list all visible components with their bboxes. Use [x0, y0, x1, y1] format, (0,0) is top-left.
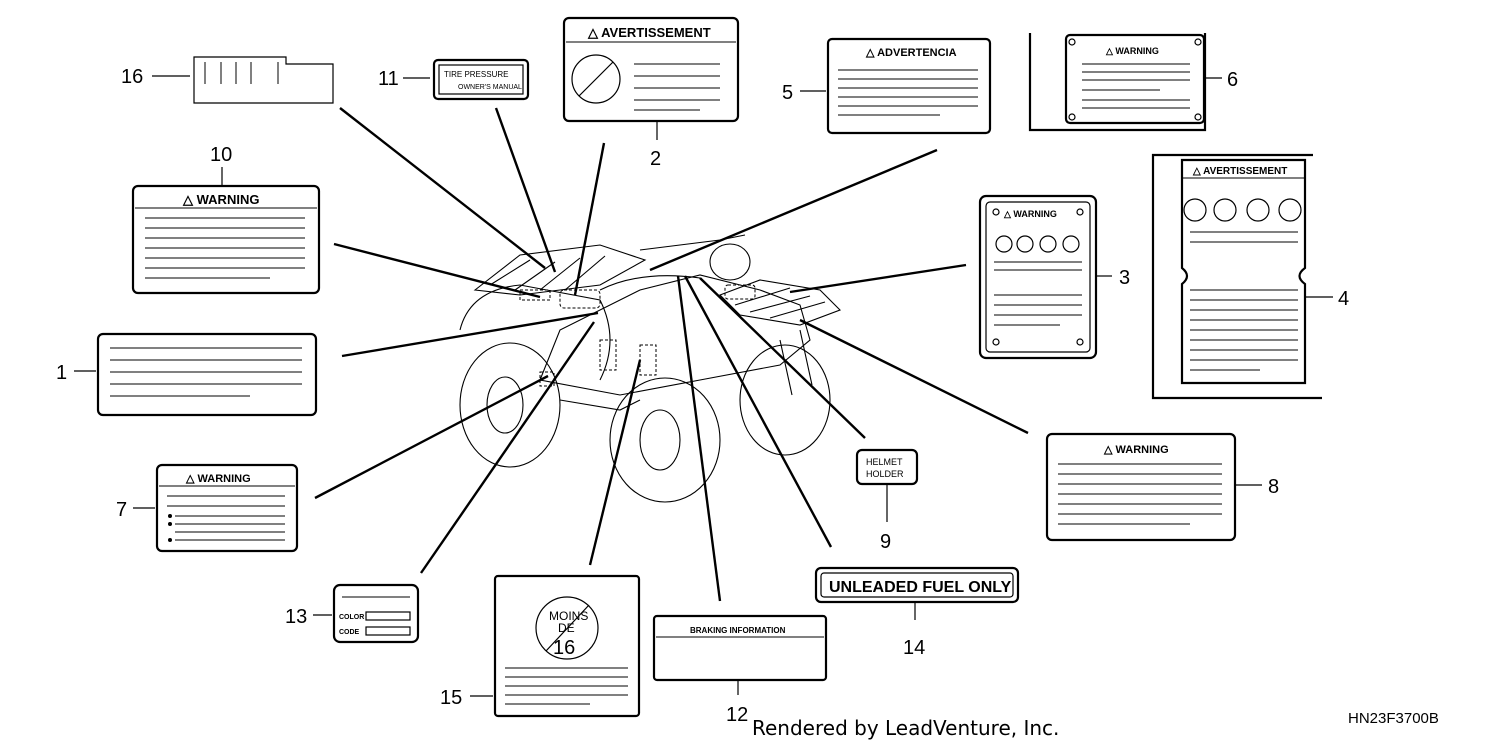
label-9: HELMET HOLDER 9	[855, 448, 919, 553]
label-4: △ AVERTISSEMENT 4	[1151, 153, 1349, 400]
label-7: △ WARNING 7	[116, 463, 299, 553]
avertissement-heading-4: △ AVERTISSEMENT	[1192, 166, 1287, 177]
callout-4: 4	[1338, 288, 1349, 310]
code-text: CODE	[339, 629, 360, 636]
callout-10: 10	[210, 144, 232, 166]
warning-heading-8: △ WARNING	[1103, 444, 1169, 456]
callout-13: 13	[285, 606, 307, 628]
rendered-by-footer: Rendered by LeadVenture, Inc.	[752, 716, 1060, 740]
avertissement-heading: △ AVERTISSEMENT	[587, 25, 711, 40]
owners-manual-text: OWNER'S MANUAL	[458, 84, 522, 91]
callout-8: 8	[1268, 476, 1279, 498]
leader-lines	[314, 107, 1029, 602]
label-1: 1	[56, 332, 318, 417]
atv-drawing	[459, 234, 841, 503]
warning-heading-10: △ WARNING	[182, 192, 259, 207]
de-text: DE	[558, 621, 575, 635]
color-text: COLOR	[339, 614, 364, 621]
callout-15: 15	[440, 687, 462, 709]
callout-14: 14	[903, 637, 925, 659]
advertencia-heading: △ ADVERTENCIA	[865, 47, 957, 59]
drawing-id: HN23F3700B	[1348, 710, 1439, 727]
label-3: △ WARNING 3	[978, 194, 1130, 360]
callout-9: 9	[880, 531, 891, 553]
callout-16: 16	[121, 66, 143, 88]
callout-2: 2	[650, 148, 661, 170]
label-13: COLOR CODE 13	[285, 583, 420, 644]
label-2: △ AVERTISSEMENT 2	[562, 16, 740, 170]
holder-text: HOLDER	[866, 469, 904, 479]
label-15: MOINS DE 16 15	[440, 574, 641, 718]
callout-5: 5	[782, 82, 793, 104]
label-11: TIRE PRESSURE OWNER'S MANUAL 11	[378, 58, 530, 101]
callout-6: 6	[1227, 69, 1238, 91]
label-10: △ WARNING 10	[131, 144, 321, 295]
warning-heading-3: △ WARNING	[1003, 209, 1057, 219]
callout-1: 1	[56, 362, 67, 384]
label-8: △ WARNING 8	[1045, 432, 1279, 542]
label-6: △ WARNING 6	[1028, 33, 1238, 132]
unleaded-text: UNLEADED FUEL ONLY	[829, 579, 1012, 596]
label-5: △ ADVERTENCIA 5	[782, 37, 992, 135]
callout-3: 3	[1119, 267, 1130, 289]
warning-heading-6: △ WARNING	[1105, 46, 1159, 56]
callout-7: 7	[116, 499, 127, 521]
callout-12: 12	[726, 704, 748, 726]
label-14: UNLEADED FUEL ONLY 14	[814, 566, 1020, 659]
moins-text: MOINS	[549, 609, 588, 623]
warning-heading-7: △ WARNING	[185, 473, 251, 485]
helmet-text: HELMET	[866, 457, 903, 467]
braking-text: BRAKING INFORMATION	[690, 626, 786, 635]
callout-11: 11	[378, 68, 399, 90]
label-12: BRAKING INFORMATION 12	[652, 614, 828, 726]
tire-pressure-text: TIRE PRESSURE	[444, 70, 508, 79]
label-16: 16	[121, 56, 334, 104]
sixteen-text: 16	[553, 637, 575, 659]
